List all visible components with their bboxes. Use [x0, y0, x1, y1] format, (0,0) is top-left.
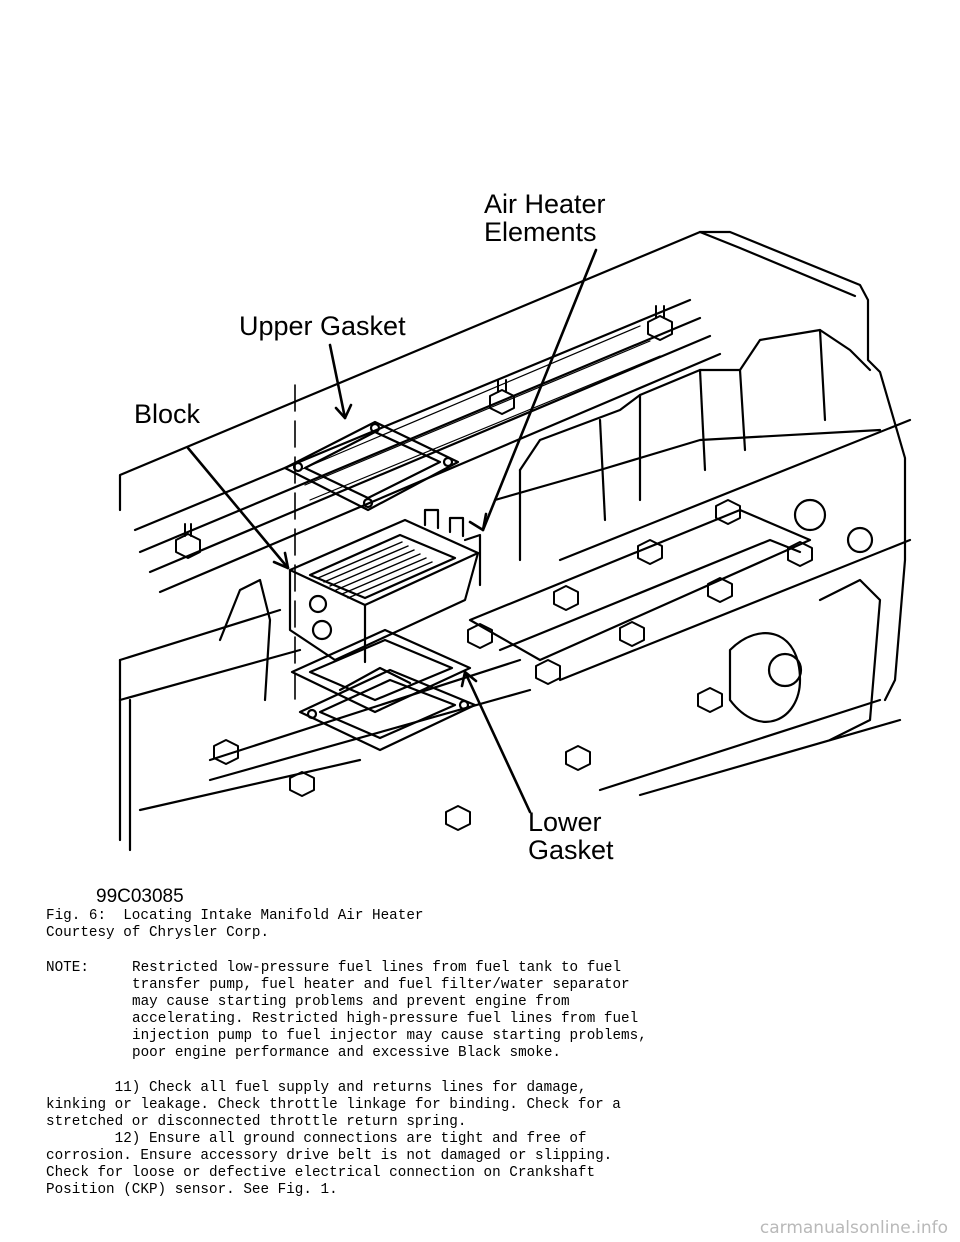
note-line: injection pump to fuel injector may caus… [132, 1028, 647, 1044]
note-label: NOTE: [46, 960, 89, 976]
note-line: poor engine performance and excessive Bl… [132, 1045, 561, 1061]
figure-caption-title: Fig. 6: Locating Intake Manifold Air Hea… [46, 908, 424, 924]
note-line: transfer pump, fuel heater and fuel filt… [132, 977, 630, 993]
note-line: accelerating. Restricted high-pressure f… [132, 1011, 639, 1027]
paragraph-line: 12) Ensure all ground connections are ti… [46, 1131, 587, 1147]
paragraph-line: stretched or disconnected throttle retur… [46, 1114, 467, 1130]
callout-block: Block [134, 399, 201, 429]
figure-caption-credit: Courtesy of Chrysler Corp. [46, 925, 270, 941]
paragraph-line: Check for loose or defective electrical … [46, 1165, 596, 1181]
paragraph-line: kinking or leakage. Check throttle linka… [46, 1097, 621, 1113]
paragraph-line: Position (CKP) sensor. See Fig. 1. [46, 1182, 338, 1198]
engine-illustration [118, 230, 912, 852]
engine-diagram [118, 230, 912, 852]
note-line: Restricted low-pressure fuel lines from … [132, 960, 622, 976]
paragraph-line: 11) Check all fuel supply and returns li… [46, 1080, 587, 1096]
callout-upper-gasket: Upper Gasket [239, 311, 406, 341]
callout-lower-gasket: Lower Gasket [528, 807, 614, 865]
figure-code: 99C03085 [96, 886, 184, 907]
paragraph-line: corrosion. Ensure accessory drive belt i… [46, 1148, 613, 1164]
note-line: may cause starting problems and prevent … [132, 994, 570, 1010]
watermark: carmanualsonline.info [759, 1218, 948, 1238]
callout-air-heater-elements: Air Heater Elements [484, 189, 606, 247]
